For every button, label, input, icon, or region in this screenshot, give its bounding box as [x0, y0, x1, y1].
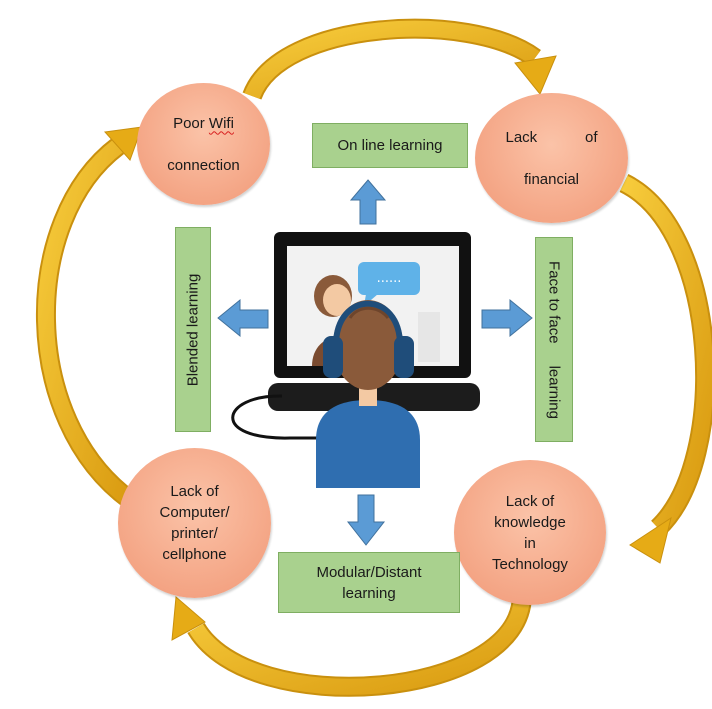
- financial-label: financial: [523, 170, 580, 188]
- cycle-arrow-left: [36, 126, 143, 509]
- lack-label: Lack: [505, 128, 538, 146]
- arrow-down-icon: [346, 494, 386, 546]
- modular-label: Modular/Distant learning: [316, 563, 422, 602]
- problem-lack-of-computer: Lack of Computer/ printer/ cellphone: [118, 448, 271, 598]
- mode-face-to-face-learning: Face to face learning: [535, 237, 573, 442]
- mode-online-learning: On line learning: [312, 123, 468, 168]
- face-learning-label: learning: [545, 365, 563, 419]
- problem-poor-wifi: Poor Wifi connection: [137, 83, 270, 205]
- of-label: of: [584, 128, 598, 146]
- cycle-arrow-right: [619, 174, 712, 564]
- online-label: On line learning: [337, 137, 443, 154]
- wifi-label: Wifi: [208, 114, 234, 132]
- computer-label: Lack of Computer/ printer/ cellphone: [159, 483, 230, 563]
- mode-modular-distant-learning: Modular/Distant learning: [278, 552, 460, 613]
- problem-lack-of-financial: Lack of financial: [475, 93, 628, 223]
- arrow-left-icon: [217, 298, 269, 338]
- cycle-arrow-top: [242, 18, 557, 101]
- cycle-arrow-bottom: [171, 594, 532, 697]
- poor-label: Poor: [173, 114, 205, 132]
- student-with-headphones-icon: [316, 300, 440, 488]
- knowledge-label: Lack of knowledge in Technology: [492, 492, 568, 573]
- arrow-up-icon: [349, 179, 387, 225]
- face-to-face-label: Face to face: [545, 260, 563, 344]
- chat-bubble-icon: ......: [358, 262, 420, 306]
- connection-label: connection: [167, 156, 240, 174]
- chat-bubble-dots: ......: [377, 271, 402, 286]
- mode-blended-learning: Blended learning: [175, 227, 211, 432]
- problem-lack-of-knowledge: Lack of knowledge in Technology: [454, 460, 606, 605]
- arrow-right-icon: [481, 298, 533, 338]
- blended-label: Blended learning: [184, 273, 202, 386]
